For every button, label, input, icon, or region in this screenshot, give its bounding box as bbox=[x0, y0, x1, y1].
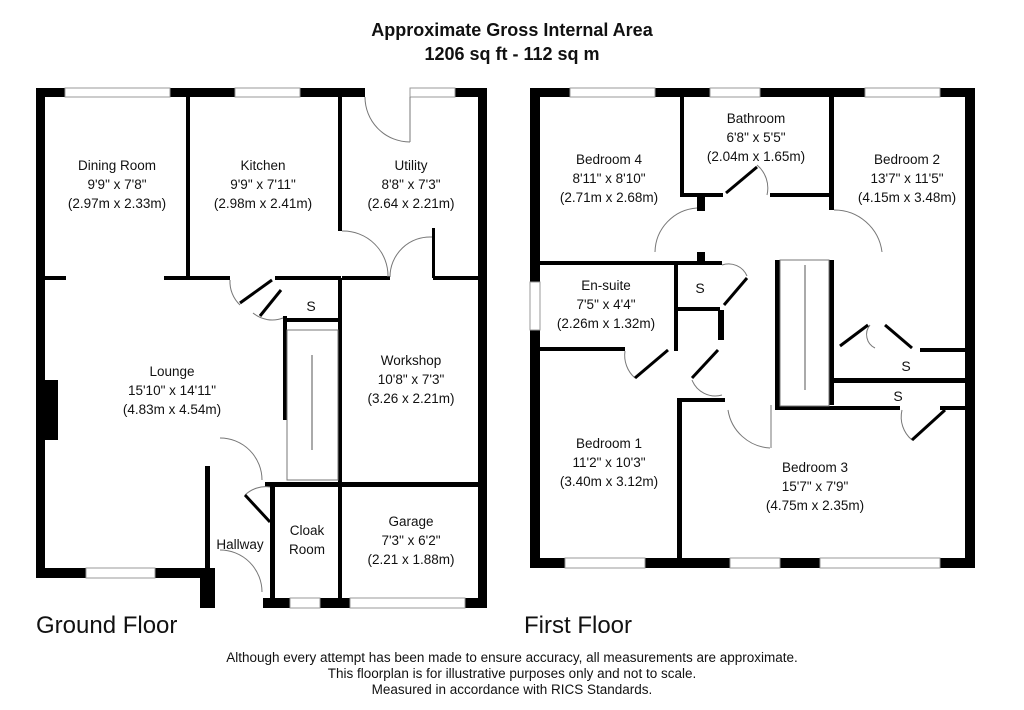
first-floor-doors bbox=[624, 164, 913, 449]
room-bathroom: Bathroom 6'8" x 5'5" (2.04m x 1.65m) bbox=[707, 109, 805, 166]
room-size-metric: (2.71m x 2.68m) bbox=[559, 190, 659, 205]
disclaimer: Although every attempt has been made to … bbox=[0, 650, 1024, 698]
room-size-imperial: 7'3" x 6'2" bbox=[381, 533, 441, 548]
room-name: Bedroom 1 bbox=[575, 436, 643, 451]
disclaimer-line: This floorplan is for illustrative purpo… bbox=[327, 666, 697, 681]
room-size-metric: (4.83m x 4.54m) bbox=[122, 402, 222, 417]
room-name: Bedroom 4 bbox=[575, 152, 643, 167]
room-name: Lounge bbox=[149, 364, 195, 379]
room-size-imperial: 10'8" x 7'3" bbox=[377, 372, 445, 387]
room-bedroom-2: Bedroom 2 13'7" x 11'5" (4.15m x 3.48m) bbox=[858, 150, 956, 207]
ground-floor-windows bbox=[64, 87, 466, 609]
first-floor-door-leaves bbox=[634, 165, 947, 442]
room-size-imperial: 8'8" x 7'3" bbox=[381, 177, 441, 192]
room-cloak-room: Cloak Room bbox=[289, 521, 325, 559]
room-name: Garage bbox=[388, 514, 434, 529]
room-name-line2: Room bbox=[288, 542, 326, 557]
room-name: Kitchen bbox=[240, 158, 286, 173]
room-name: Bedroom 3 bbox=[781, 460, 849, 475]
first-floor-label: First Floor bbox=[524, 612, 632, 639]
room-name: Bedroom 2 bbox=[873, 152, 941, 167]
room-size-imperial: 9'9" x 7'8" bbox=[87, 177, 147, 192]
store-label: S bbox=[901, 358, 911, 374]
room-size-metric: (3.40m x 3.12m) bbox=[559, 474, 659, 489]
room-size-imperial: 8'11" x 8'10" bbox=[572, 171, 646, 186]
room-name: Utility bbox=[394, 158, 428, 173]
room-size-metric: (4.15m x 3.48m) bbox=[857, 190, 957, 205]
ground-floor-doors bbox=[219, 96, 433, 593]
room-size-metric: (2.21 x 1.88m) bbox=[367, 552, 455, 567]
room-size-metric: (2.98m x 2.41m) bbox=[213, 196, 313, 211]
room-lounge: Lounge 15'10" x 14'11" (4.83m x 4.54m) bbox=[123, 362, 221, 419]
ground-floor-door-leaves bbox=[239, 278, 283, 524]
room-size-imperial: 15'10" x 14'11" bbox=[127, 383, 217, 398]
room-name: Hallway bbox=[216, 537, 264, 552]
room-size-imperial: 11'2" x 10'3" bbox=[572, 455, 646, 470]
room-garage: Garage 7'3" x 6'2" (2.21 x 1.88m) bbox=[367, 512, 454, 569]
room-bedroom-4: Bedroom 4 8'11" x 8'10" (2.71m x 2.68m) bbox=[560, 150, 658, 207]
room-size-metric: (2.26m x 1.32m) bbox=[556, 316, 656, 331]
room-name: Bathroom bbox=[726, 111, 786, 126]
area-total: 1206 sq ft - 112 sq m bbox=[424, 44, 600, 64]
store-label: S bbox=[306, 298, 316, 314]
room-workshop: Workshop 10'8" x 7'3" (3.26 x 2.21m) bbox=[367, 351, 454, 408]
room-size-imperial: 15'7" x 7'9" bbox=[781, 479, 849, 494]
room-kitchen: Kitchen 9'9" x 7'11" (2.98m x 2.41m) bbox=[214, 156, 312, 213]
room-bedroom-1: Bedroom 1 11'2" x 10'3" (3.40m x 3.12m) bbox=[560, 434, 658, 491]
first-floor-windows bbox=[529, 87, 941, 569]
room-utility: Utility 8'8" x 7'3" (2.64 x 2.21m) bbox=[367, 156, 454, 213]
room-name: Dining Room bbox=[77, 158, 157, 173]
room-size-imperial: 7'5" x 4'4" bbox=[576, 297, 636, 312]
room-name: Workshop bbox=[380, 353, 442, 368]
room-dining-room: Dining Room 9'9" x 7'8" (2.97m x 2.33m) bbox=[68, 156, 166, 213]
disclaimer-line: Measured in accordance with RICS Standar… bbox=[371, 682, 653, 697]
store-label: S bbox=[893, 388, 903, 404]
room-size-imperial: 9'9" x 7'11" bbox=[230, 177, 296, 192]
room-name: Cloak bbox=[289, 523, 325, 538]
room-size-metric: (2.04m x 1.65m) bbox=[706, 149, 806, 164]
ground-floor-walls bbox=[36, 88, 487, 608]
room-size-metric: (2.97m x 2.33m) bbox=[67, 196, 167, 211]
room-size-imperial: 6'8" x 5'5" bbox=[726, 130, 786, 145]
room-bedroom-3: Bedroom 3 15'7" x 7'9" (4.75m x 2.35m) bbox=[766, 458, 864, 515]
ground-floor-label: Ground Floor bbox=[36, 612, 178, 639]
room-size-imperial: 13'7" x 11'5" bbox=[870, 171, 944, 186]
area-title: Approximate Gross Internal Area bbox=[371, 20, 653, 40]
room-size-metric: (4.75m x 2.35m) bbox=[765, 498, 865, 513]
room-size-metric: (3.26 x 2.21m) bbox=[367, 391, 455, 406]
disclaimer-line: Although every attempt has been made to … bbox=[226, 650, 798, 665]
room-name: En-suite bbox=[581, 278, 631, 293]
store-label: S bbox=[695, 280, 705, 296]
room-en-suite: En-suite 7'5" x 4'4" (2.26m x 1.32m) bbox=[557, 276, 655, 333]
room-hallway: Hallway bbox=[216, 535, 263, 554]
room-size-metric: (2.64 x 2.21m) bbox=[367, 196, 455, 211]
